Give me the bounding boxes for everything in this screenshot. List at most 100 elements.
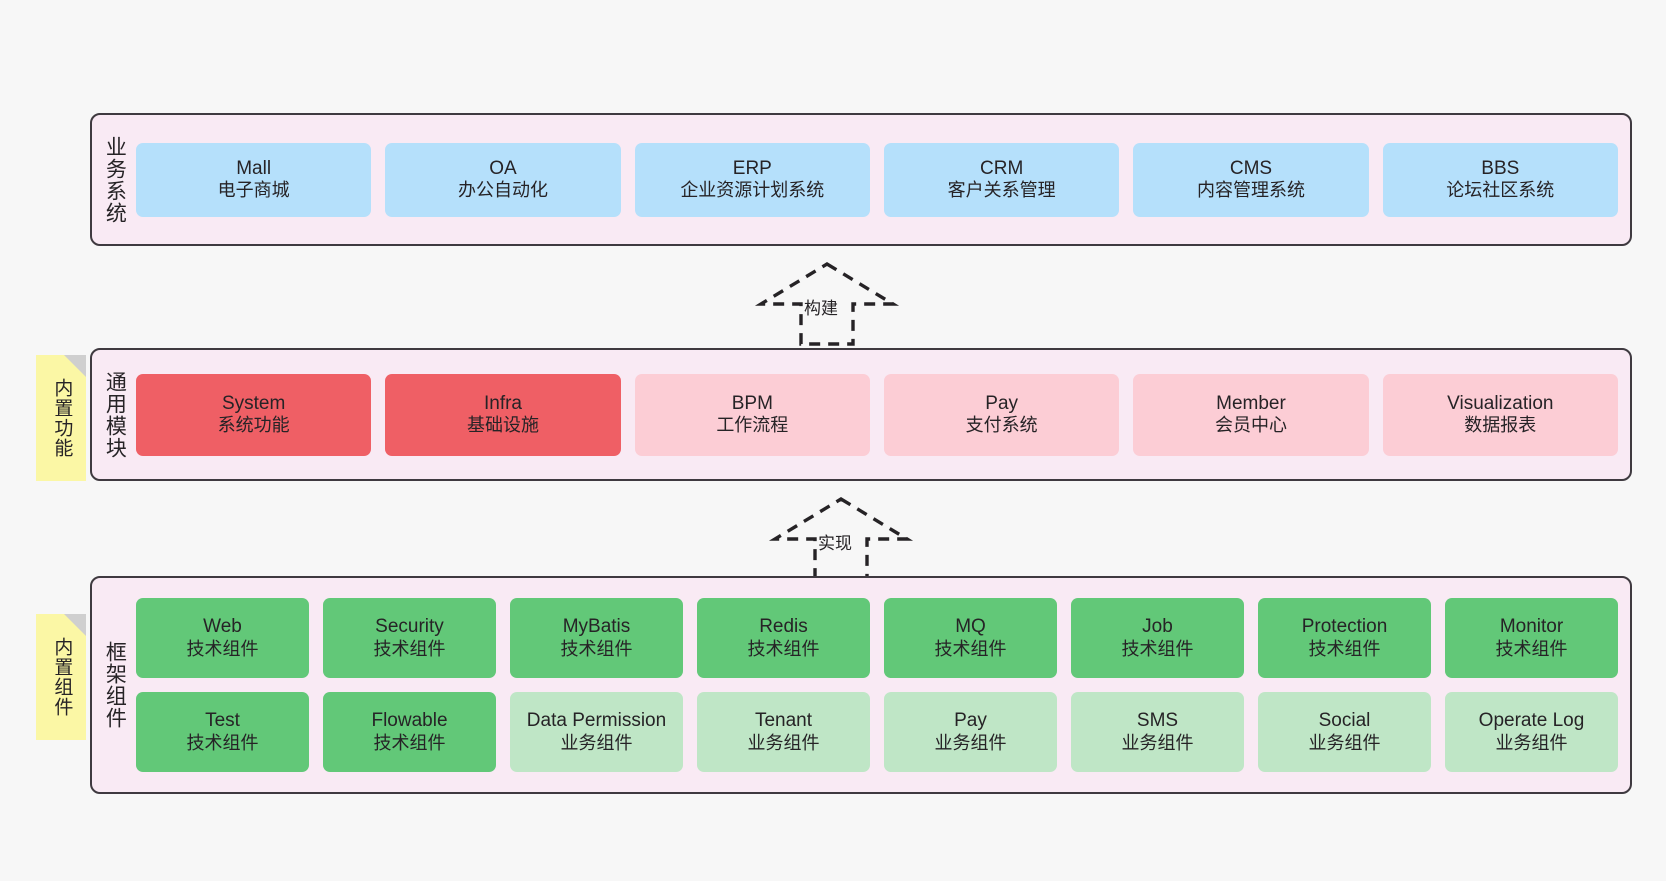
module-card-name: Mall xyxy=(236,157,272,179)
module-card-desc: 内容管理系统 xyxy=(1196,180,1305,201)
module-card-desc: 业务组件 xyxy=(934,732,1007,753)
layer-label-common-modules: 通用模块 xyxy=(103,370,127,459)
module-card-desc: 技术组件 xyxy=(1121,638,1194,659)
module-card-name: Infra xyxy=(483,392,522,414)
module-card-name: Data Permission xyxy=(526,710,667,732)
module-card-desc: 电子商城 xyxy=(217,180,290,201)
layer-label-framework-components: 框架组件 xyxy=(103,641,127,729)
module-card-name: BBS xyxy=(1481,157,1520,179)
module-card-desc: 技术组件 xyxy=(934,638,1007,659)
module-card-desc: 数据报表 xyxy=(1464,415,1537,436)
module-card-desc: 技术组件 xyxy=(186,732,259,753)
module-card-desc: 业务组件 xyxy=(560,732,633,753)
module-card-name: Pay xyxy=(954,710,987,732)
sticky-note-builtin-components: 内置组件 xyxy=(36,614,86,740)
module-card-desc: 业务组件 xyxy=(747,732,820,753)
module-card-name: SMS xyxy=(1136,710,1179,732)
note-fold-icon xyxy=(64,614,86,636)
layer-label-business-systems: 业务系统 xyxy=(103,135,127,224)
module-card-desc: 技术组件 xyxy=(560,638,633,659)
sticky-note-builtin-features: 内置功能 xyxy=(36,355,86,481)
module-card-name: Visualization xyxy=(1447,392,1554,414)
module-card-name: Test xyxy=(205,710,240,732)
module-card-name: Job xyxy=(1142,616,1173,638)
module-card-name: CRM xyxy=(980,157,1024,179)
connector-implement-arrow: 实现 xyxy=(768,493,914,583)
module-card-desc: 会员中心 xyxy=(1214,415,1287,436)
module-card-name: OA xyxy=(489,157,517,179)
module-card-desc: 技术组件 xyxy=(1308,638,1381,659)
module-card-name: Flowable xyxy=(371,710,448,732)
module-card-desc: 技术组件 xyxy=(373,638,446,659)
module-card-desc: 技术组件 xyxy=(186,638,259,659)
module-card-desc: 业务组件 xyxy=(1121,732,1194,753)
module-card-desc: 技术组件 xyxy=(373,732,446,753)
module-card-desc: 客户关系管理 xyxy=(947,180,1056,201)
module-card-name: Social xyxy=(1318,710,1371,732)
module-card-name: Redis xyxy=(759,616,808,638)
module-card-name: System xyxy=(221,392,286,414)
connector-build-label: 构建 xyxy=(804,299,838,318)
module-card-name: Monitor xyxy=(1499,616,1564,638)
module-card-desc: 技术组件 xyxy=(1495,638,1568,659)
module-card-name: Operate Log xyxy=(1478,710,1585,732)
module-card-name: Member xyxy=(1216,392,1286,414)
module-card-desc: 业务组件 xyxy=(1308,732,1381,753)
module-card-name: MyBatis xyxy=(562,616,631,638)
module-card-desc: 基础设施 xyxy=(466,415,539,436)
module-card-name: ERP xyxy=(732,157,772,179)
module-card-name: CMS xyxy=(1229,157,1273,179)
module-card-name: BPM xyxy=(731,392,773,414)
sticky-note-builtin-components-label: 内置组件 xyxy=(51,637,73,717)
module-card-name: Tenant xyxy=(754,710,813,732)
connector-implement-label: 实现 xyxy=(818,534,852,553)
sticky-note-builtin-features-label: 内置功能 xyxy=(51,378,73,458)
module-card-desc: 工作流程 xyxy=(716,415,789,436)
module-card-desc: 论坛社区系统 xyxy=(1446,180,1555,201)
module-card-name: Security xyxy=(375,616,444,638)
module-card-name: Pay xyxy=(985,392,1019,414)
module-card-desc: 办公自动化 xyxy=(457,180,548,201)
module-card-desc: 企业资源计划系统 xyxy=(680,180,825,201)
module-card-name: Protection xyxy=(1301,616,1388,638)
module-card-desc: 业务组件 xyxy=(1495,732,1568,753)
